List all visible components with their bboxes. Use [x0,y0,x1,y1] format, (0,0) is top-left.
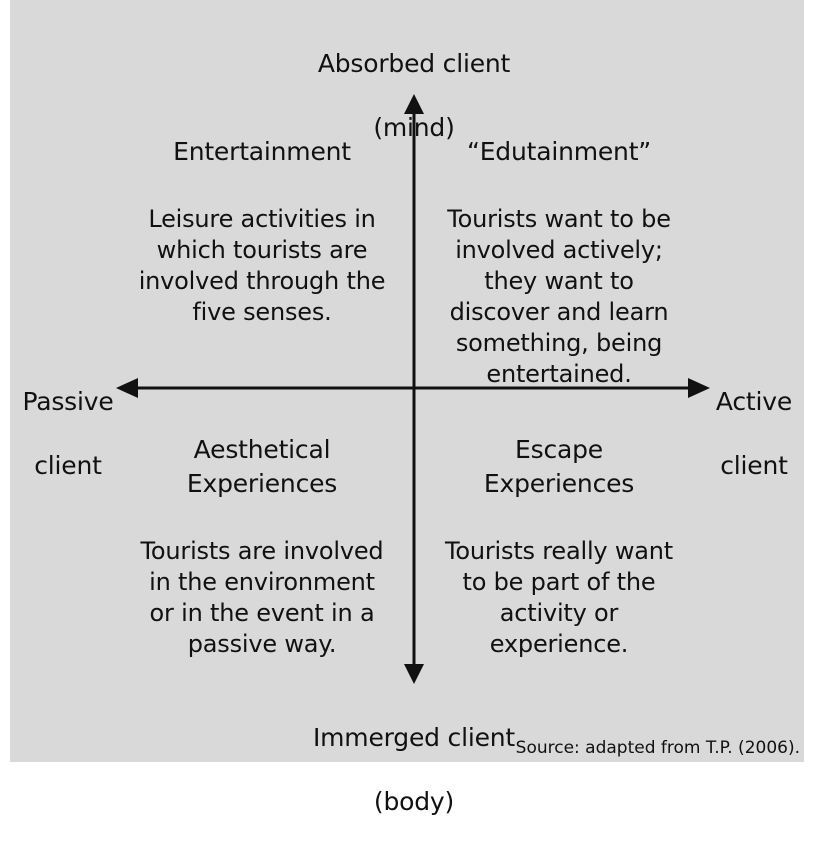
axis-label-right-line2: client [720,451,788,480]
arrow-up-icon [404,94,424,114]
quadrant-entertainment: Entertainment Leisure activities in whic… [124,116,400,347]
quadrant-title: Aesthetical Experiences [186,435,338,498]
quadrant-description: Tourists want to be involved actively; t… [447,205,671,388]
quadrant-description: Leisure activities in which tourists are… [138,205,386,326]
axis-label-left: Passive client [14,354,122,514]
axis-label-bottom-line1: Immerged client [312,723,516,752]
quadrant-title: Escape Experiences [483,435,635,498]
quadrant-title: Entertainment [173,137,351,166]
axis-label-bottom: Immerged client (body) [264,690,564,850]
axis-label-right-line1: Active [715,387,793,416]
quadrant-edutainment: “Edutainment” Tourists want to be involv… [424,116,694,409]
axis-label-top-line2: (mind) [373,113,455,142]
quadrant-description: Tourists really want to be part of the a… [445,537,673,658]
arrow-right-icon [688,378,710,398]
source-note: Source: adapted from T.P. (2006). [515,738,800,758]
quadrant-description: Tourists are involved in the environment… [140,537,384,658]
quadrant-title: “Edutainment” [466,137,652,166]
arrow-down-icon [404,664,424,684]
arrow-left-icon [116,378,138,398]
axis-label-left-line2: client [34,451,102,480]
axis-label-right: Active client [700,354,808,514]
axis-label-top-line1: Absorbed client [317,49,511,78]
axis-label-left-line1: Passive [22,387,114,416]
axes-svg [116,94,710,684]
axis-label-bottom-line2: (body) [373,787,455,816]
diagram-panel [10,0,804,762]
axis-label-top: Absorbed client (mind) [264,16,564,176]
quadrant-escape-experiences: Escape Experiences Tourists really want … [424,414,694,679]
quadrant-aesthetical-experiences: Aesthetical Experiences Tourists are inv… [124,414,400,679]
